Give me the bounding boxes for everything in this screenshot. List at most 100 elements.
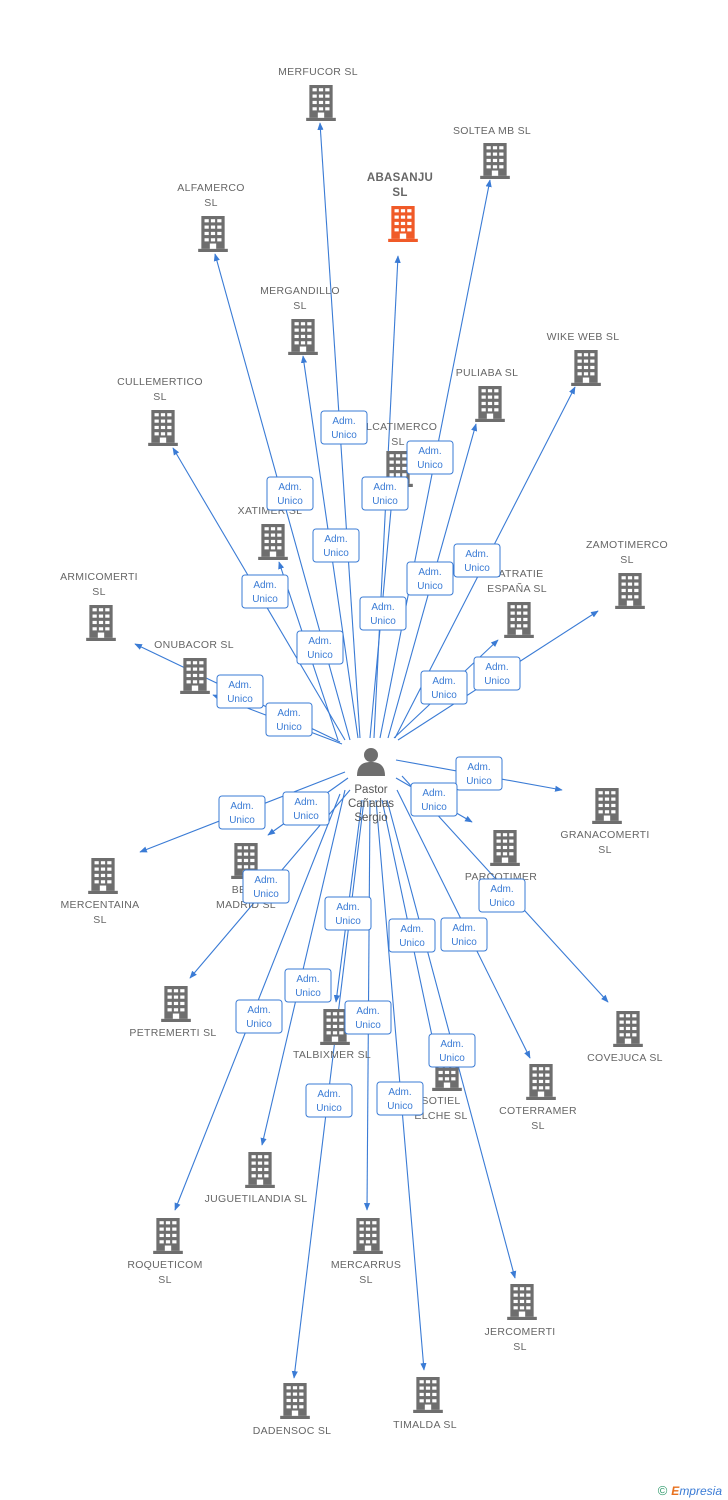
role-badge-box [455,756,503,791]
role-badge-text: Unico [451,937,477,948]
company-node-puliaba[interactable]: PULIABA SL [456,367,519,422]
role-badge[interactable]: Adm.Unico [406,440,454,475]
role-badge[interactable]: Adm.Unico [324,896,372,931]
role-badge[interactable]: Adm.Unico [235,999,283,1034]
center-name-line: Cañadas [348,798,394,810]
company-node-wike-web[interactable]: WIKE WEB SL [547,331,620,386]
company-node-timalda[interactable]: TIMALDA SL [393,1377,457,1431]
company-label: MERCENTAINA [61,899,140,911]
company-label: ALCATIMERCO [359,421,437,433]
building-icon [613,1011,643,1047]
role-badge[interactable]: Adm.Unico [410,782,458,817]
role-badge[interactable]: Adm.Unico [440,917,488,952]
role-badge-box [284,968,332,1003]
company-node-soltea-mb[interactable]: SOLTEA MB SL [453,125,531,179]
footer-brand[interactable]: ©Empresia [658,1483,722,1498]
company-label: TIMALDA SL [393,1419,457,1431]
center-person-node[interactable]: Pastor Cañadas Sergio [348,748,394,824]
company-node-merfucor[interactable]: MERFUCOR SL [278,66,358,121]
role-badge[interactable]: Adm.Unico [242,869,290,904]
role-badge[interactable]: Adm. Unico [455,756,503,791]
building-icon [526,1064,556,1100]
role-badge-box [406,561,454,596]
company-label: ARMICOMERTI [60,571,138,583]
company-label: SL [513,1341,526,1353]
role-badge[interactable]: Adm.Unico [420,670,468,705]
role-badge[interactable]: Adm.Unico [241,574,289,609]
role-badge[interactable]: Adm.Unico [216,674,264,709]
company-label: MERFUCOR SL [278,66,358,78]
role-badge-text: Adm. [230,801,253,812]
building-icon [480,143,510,179]
company-node-dadensoc[interactable]: DADENSOC SL [253,1383,332,1437]
role-badge-text: Adm. [440,1039,463,1050]
company-node-juguetilandia[interactable]: JUGUETILANDIA SL [205,1152,308,1205]
role-badge[interactable]: Adm.Unico [406,561,454,596]
company-node-granacomerti[interactable]: GRANACOMERTI SL [560,788,649,856]
building-icon [88,858,118,894]
center-name-line: Pastor [354,784,387,796]
role-badge-box [324,896,372,931]
role-badge[interactable]: Adm.Unico [361,476,409,511]
role-badge-text: Unico [466,776,492,787]
role-badge[interactable]: Adm.Unico [388,918,436,953]
company-node-talbixmer[interactable]: TALBIXMER SL [293,1009,371,1061]
role-badge-box [235,999,283,1034]
building-icon [180,658,210,694]
role-badge[interactable]: Adm.Unico [376,1081,424,1116]
company-label: SOLTEA MB SL [453,125,531,137]
role-badge[interactable]: Adm.Unico [266,476,314,511]
role-badge-text: Unico [253,889,279,900]
role-badge[interactable]: Adm.Unico [428,1033,476,1068]
role-badge[interactable]: Adm.Unico [282,791,330,826]
role-badge-text: Adm. [467,762,490,773]
role-badge-text: Adm. [308,636,331,647]
building-icon [148,410,178,446]
role-badge[interactable]: Adm.Unico [478,878,526,913]
role-badge-text: Unico [229,815,255,826]
role-badge[interactable]: Adm.Unico [344,1000,392,1035]
company-label: ONUBACOR SL [154,639,234,651]
center-name-line: Sergio [354,812,387,824]
company-node-covejuca[interactable]: COVEJUCA SL [587,1011,663,1064]
role-badge[interactable]: Adm.Unico [320,410,368,445]
role-badge[interactable]: Adm.Unico [312,528,360,563]
role-badge-text: Adm. [317,1089,340,1100]
brand-initial: E [671,1484,680,1498]
company-label: SL [620,554,633,566]
company-label: GRANACOMERTI [560,829,649,841]
role-badge-text: Unico [277,496,303,507]
role-badge[interactable]: Adm.Unico [453,543,501,578]
role-badge[interactable]: Adm.Unico [473,656,521,691]
company-label: SL [598,844,611,856]
company-label: SL [531,1120,544,1132]
role-badge[interactable]: Adm.Unico [284,968,332,1003]
role-badge-text: Adm. [277,708,300,719]
role-badge-text: Unico [227,694,253,705]
role-badge-box [388,918,436,953]
building-icon [353,1218,383,1254]
role-badge[interactable]: Adm.Unico [305,1083,353,1118]
role-badge[interactable]: Adm.Unico [359,596,407,631]
role-badge-text: Unico [355,1020,381,1031]
building-icon [490,830,520,866]
role-badge[interactable]: Adm. Unico [218,795,266,830]
role-badge[interactable]: Adm.Unico [265,702,313,737]
company-node-onubacor[interactable]: ONUBACOR SL [154,639,234,694]
role-badge[interactable]: Adm.Unico [296,630,344,665]
company-node-petremerti[interactable]: PETREMERTI SL [129,986,216,1039]
